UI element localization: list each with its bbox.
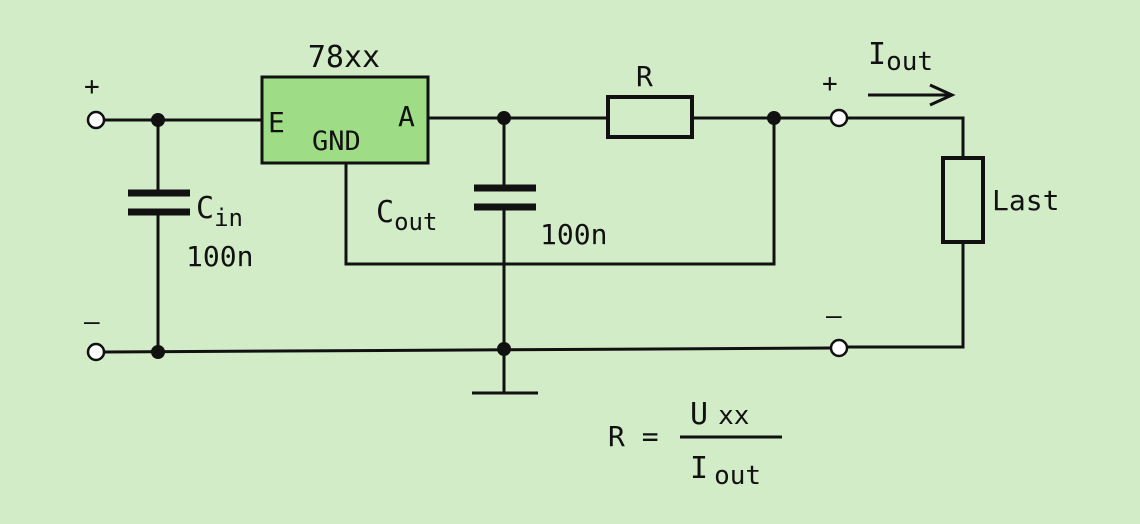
regulator-box xyxy=(260,75,430,165)
formula-num-sub: xx xyxy=(718,401,749,431)
cin-label-sub: in xyxy=(214,204,243,232)
output-plus-terminal xyxy=(829,108,849,128)
input-plus-label: + xyxy=(84,72,100,102)
output-minus-label: – xyxy=(826,301,842,331)
regulator-pin-out: A xyxy=(398,100,415,133)
cin-capacitor xyxy=(128,189,190,216)
formula-num-main: U xyxy=(690,397,708,432)
regulator-name: 78xx xyxy=(308,40,380,75)
wires xyxy=(103,116,965,395)
resistor xyxy=(606,95,694,139)
input-plus-terminal xyxy=(86,110,106,130)
input-minus-label: – xyxy=(84,307,100,337)
current-arrow xyxy=(868,83,956,107)
current-label-main: I xyxy=(868,37,886,72)
cin-label: Cin xyxy=(196,191,243,232)
formula-den-sub: out xyxy=(714,461,761,491)
cout-label: Cout xyxy=(376,195,437,236)
output-minus-terminal xyxy=(829,338,849,358)
load-resistor xyxy=(941,156,985,244)
regulator-pin-gnd: GND xyxy=(312,126,361,157)
formula-lhs: R = xyxy=(608,420,659,453)
input-minus-terminal xyxy=(86,342,106,362)
current-label: Iout xyxy=(868,37,933,77)
load-top-wire xyxy=(847,116,965,158)
ground-rail xyxy=(103,346,832,354)
cout-label-main: C xyxy=(376,195,394,230)
cin-label-main: C xyxy=(196,191,214,226)
current-label-sub: out xyxy=(886,47,933,77)
regulator-pin-in: E xyxy=(268,106,285,139)
output-plus-label: + xyxy=(822,69,838,99)
cout-value: 100n xyxy=(540,218,607,251)
gnd-feedback-wire xyxy=(344,118,776,266)
load-bottom-wire xyxy=(847,242,965,349)
load-label: Last xyxy=(992,184,1059,217)
resistor-label: R xyxy=(636,60,653,93)
cin-value: 100n xyxy=(186,240,253,273)
cout-label-sub: out xyxy=(394,208,437,236)
formula-den-main: I xyxy=(690,451,708,486)
cout-capacitor xyxy=(474,184,536,211)
junctions xyxy=(151,111,781,359)
